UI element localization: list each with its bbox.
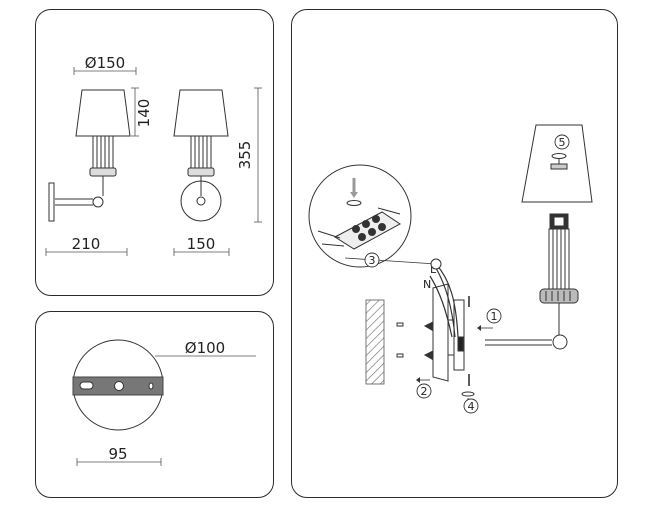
lamp-arm xyxy=(485,334,568,350)
step-markers xyxy=(364,134,570,414)
side-view-lamp xyxy=(48,89,131,222)
front-view-shade xyxy=(173,89,229,137)
step-5-marker xyxy=(554,134,570,150)
bottom-nut xyxy=(461,391,475,397)
supply-wires xyxy=(429,263,459,338)
step-1-label: 1 xyxy=(491,310,498,323)
wire-label-n: N xyxy=(423,278,431,291)
plate-diameter-label: Ø100 xyxy=(185,339,225,357)
lamp-column xyxy=(548,228,570,290)
side-view-wall-plate xyxy=(48,182,55,222)
step-2-marker xyxy=(416,383,432,399)
width-label: 150 xyxy=(187,235,216,253)
step-1-marker xyxy=(486,308,502,324)
step-3-marker xyxy=(364,252,380,268)
step-4-marker xyxy=(463,398,479,414)
step-3-label: 3 xyxy=(369,254,376,267)
step-2-label: 2 xyxy=(421,385,428,398)
lamp-assembly xyxy=(521,124,593,335)
depth-label: 210 xyxy=(72,235,101,253)
total-height-label: 355 xyxy=(236,141,254,170)
wiring-detail xyxy=(308,164,437,268)
wall-anchors xyxy=(396,319,438,363)
wiring-detail-circle xyxy=(308,164,412,268)
side-view-shade xyxy=(75,89,131,137)
side-view-column xyxy=(92,135,114,169)
shade-diameter-label: Ø150 xyxy=(85,54,125,72)
hole-spacing-label: 95 xyxy=(108,445,127,463)
step-4-label: 4 xyxy=(468,400,475,413)
wall xyxy=(365,299,385,385)
earth-terminal xyxy=(430,258,442,270)
step-5-label: 5 xyxy=(559,136,566,149)
mounting-plate xyxy=(72,339,164,431)
front-view-lamp xyxy=(173,89,229,222)
shade-height-label: 140 xyxy=(135,99,153,128)
dimensions-panel xyxy=(35,9,274,296)
wire-label-l: L xyxy=(430,263,437,276)
front-view-column xyxy=(190,135,212,169)
side-view-knob xyxy=(92,196,104,208)
